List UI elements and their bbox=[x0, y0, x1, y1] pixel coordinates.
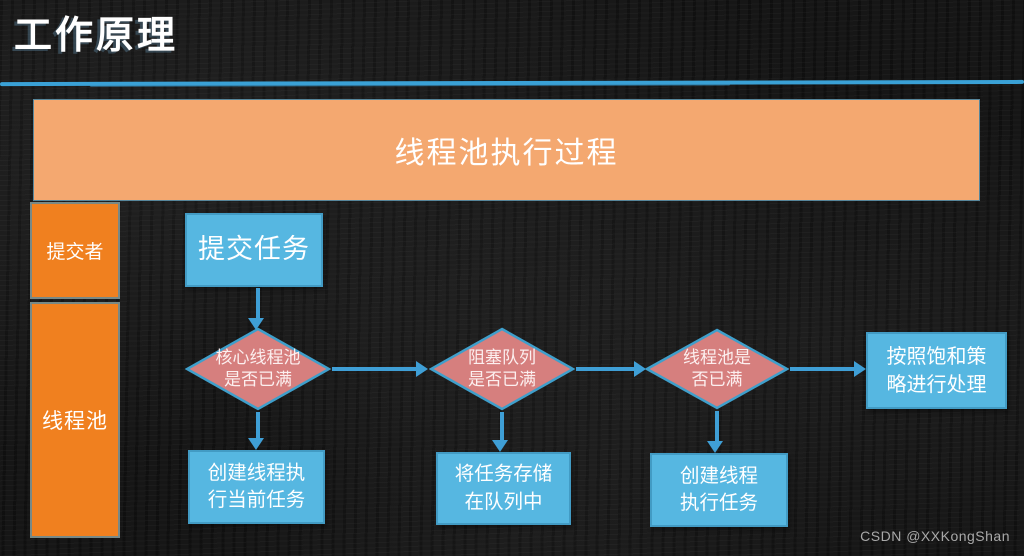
banner-thread-pool-process: 线程池执行过程 bbox=[33, 99, 980, 201]
node-saturation-policy: 按照饱和策 略进行处理 bbox=[866, 332, 1007, 409]
title-underline bbox=[0, 79, 1024, 87]
arrow-submit-to-core-line bbox=[256, 288, 260, 318]
watermark: CSDN @XXKongShan bbox=[860, 528, 1010, 544]
swimlane-submitter: 提交者 bbox=[30, 202, 120, 299]
arrow-right-icon bbox=[634, 361, 646, 377]
node-create-thread-current: 创建线程执 行当前任务 bbox=[188, 450, 325, 524]
node-create-thread-execute: 创建线程 执行任务 bbox=[650, 453, 788, 527]
arrow-down-icon bbox=[248, 438, 264, 450]
node-blocking-queue-full-label: 阻塞队列 是否已满 bbox=[468, 347, 536, 389]
node-core-pool-full-label: 核心线程池 是否已满 bbox=[215, 347, 301, 389]
node-store-in-queue: 将任务存储 在队列中 bbox=[436, 452, 571, 525]
diamond-shape bbox=[429, 327, 575, 411]
arrow-queue-to-store-line bbox=[500, 412, 504, 440]
diamond-shape bbox=[645, 328, 789, 410]
node-submit-task: 提交任务 bbox=[185, 213, 323, 287]
arrow-right-icon bbox=[854, 361, 866, 377]
page-title: 工作原理 bbox=[14, 15, 179, 57]
node-thread-pool-full: 线程池是 否已满 bbox=[645, 328, 789, 410]
arrow-pool-to-saturation-line bbox=[790, 367, 854, 371]
swimlane-submitter-label: 提交者 bbox=[46, 242, 104, 263]
node-submit-task-label: 提交任务 bbox=[198, 234, 310, 265]
arrow-down-icon bbox=[492, 440, 508, 452]
node-blocking-queue-full: 阻塞队列 是否已满 bbox=[429, 327, 575, 411]
arrow-core-to-queue-line bbox=[332, 367, 416, 371]
swimlane-threadpool-label: 线程池 bbox=[42, 410, 108, 433]
node-thread-pool-full-label: 线程池是 否已满 bbox=[683, 347, 751, 389]
arrow-pool-to-execute-line bbox=[715, 411, 719, 441]
arrow-core-to-create-line bbox=[256, 412, 260, 438]
diamond-shape bbox=[185, 327, 331, 411]
arrow-down-icon bbox=[707, 441, 723, 453]
node-core-pool-full: 核心线程池 是否已满 bbox=[185, 327, 331, 411]
arrow-queue-to-pool-line bbox=[576, 367, 634, 371]
swimlane-threadpool: 线程池 bbox=[30, 302, 120, 538]
banner-label: 线程池执行过程 bbox=[394, 137, 619, 170]
arrow-right-icon bbox=[416, 361, 428, 377]
arrow-down-icon bbox=[248, 318, 264, 330]
